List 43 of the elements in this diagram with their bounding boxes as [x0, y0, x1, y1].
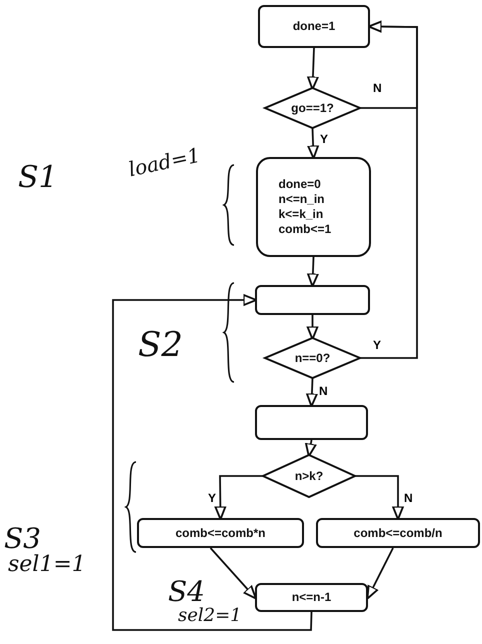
arrow — [307, 128, 320, 160]
arrow — [366, 548, 394, 600]
edge-label: N — [372, 82, 383, 94]
node-text: n<=n-1 — [292, 590, 332, 605]
edge-label: N — [318, 385, 329, 397]
process-box — [316, 518, 480, 548]
handwritten-note: load=1 — [126, 142, 202, 182]
arrow — [112, 294, 312, 631]
node-text: done=1 — [292, 19, 336, 34]
process-box — [137, 518, 304, 548]
arrow — [360, 20, 418, 359]
arrow — [306, 378, 318, 408]
process-box — [255, 285, 370, 315]
arrow — [304, 440, 317, 458]
node-text: done=0 n<=n_in k<=k_in comb<=1 — [278, 177, 332, 237]
edge-label: Y — [207, 492, 218, 504]
process-box — [255, 405, 368, 440]
arrow — [355, 475, 404, 520]
edge-label: Y — [319, 133, 330, 145]
decision-diamond — [263, 455, 355, 497]
arrow — [306, 256, 319, 288]
edge-label: Y — [372, 339, 382, 351]
node-text: n==0? — [294, 350, 330, 366]
handwritten-note: S1 — [18, 160, 58, 195]
decision-diamond — [265, 88, 360, 128]
process-box — [255, 583, 368, 612]
handwritten-note: S2 — [138, 325, 183, 365]
edge-label: N — [403, 492, 414, 504]
node-text: comb<=comb/n — [354, 526, 442, 540]
handwritten-note: sel2=1 — [178, 605, 242, 626]
arrow — [306, 315, 318, 340]
arrow — [210, 547, 257, 600]
arrow — [214, 475, 263, 520]
process-box — [256, 157, 371, 257]
handwritten-note: sel1=1 — [8, 552, 86, 577]
node-text: comb<=comb*n — [175, 526, 266, 540]
handwritten-note: S3 — [4, 522, 41, 555]
decision-diamond — [265, 338, 360, 378]
node-text: n>k? — [294, 468, 324, 484]
node-text: go==1? — [291, 100, 334, 116]
arrow — [306, 48, 319, 90]
handwritten-note: S4 — [168, 575, 205, 608]
process-box — [258, 5, 370, 48]
